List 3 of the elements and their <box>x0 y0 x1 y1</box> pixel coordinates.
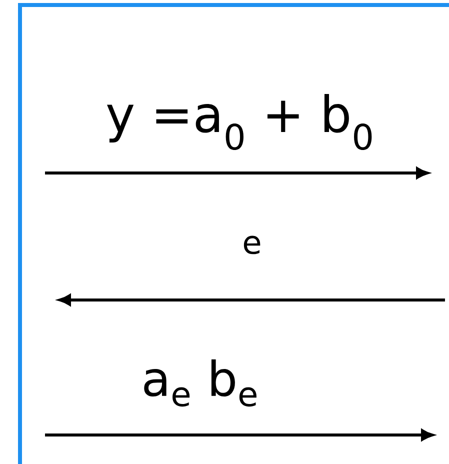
label-text: e <box>244 236 260 254</box>
label-text: a$_{e}$ b$_{e}$ <box>144 359 256 407</box>
label-text: y =a$_{0}$ + b$_{0}$ <box>107 94 372 150</box>
